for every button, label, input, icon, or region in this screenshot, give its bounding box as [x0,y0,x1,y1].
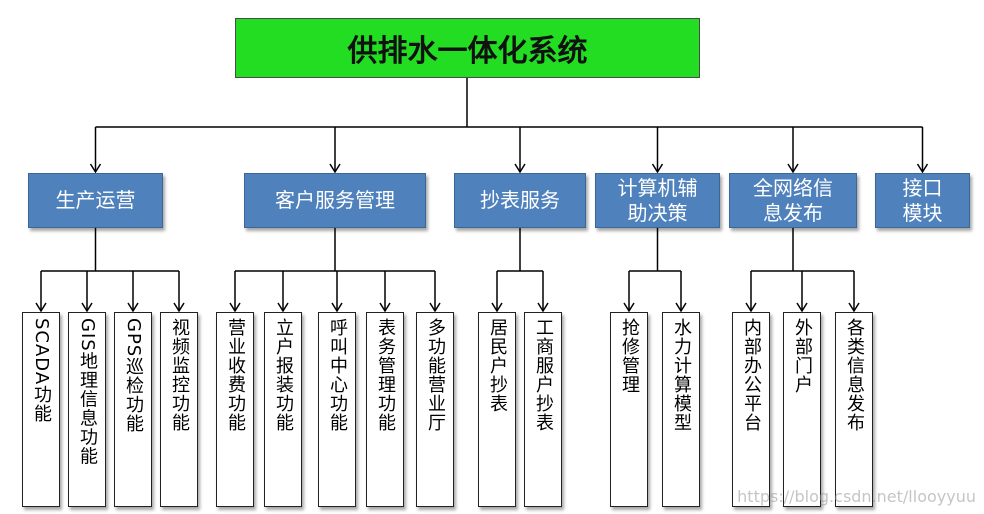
leaf-label: 内部办公平台 [741,318,762,432]
leaf-box: 呼叫中心功能 [318,312,356,507]
leaf-label: 外部门户 [792,318,813,394]
leaf-arrow [491,302,503,313]
module-label: 抄表服务 [480,188,560,212]
leaf-arrow [675,302,687,313]
module-arrow [651,163,664,174]
leaf-box: 各类信息发布 [835,312,873,507]
root-title-box: 供排水一体化系统 [235,18,700,78]
leaf-label: 居民户抄表 [487,318,508,413]
leaf-arrow [173,302,185,313]
module-label: 计算机辅 助决策 [617,175,698,225]
leaf-arrow [229,302,241,313]
leaf-arrow [127,302,139,313]
leaf-arrow [429,302,441,313]
module-arrow [916,163,929,174]
leaf-arrow [537,302,549,313]
module-label: 客户服务管理 [275,188,395,212]
leaf-box: 内部办公平台 [732,312,770,507]
leaf-arrow [848,302,860,313]
leaf-arrow [623,302,635,313]
leaf-label: 水力计算模型 [671,318,692,432]
leaf-label: 抢修管理 [619,318,640,394]
watermark: https://blog.csdn.net/llooyyuu [737,487,976,506]
leaf-label: 各类信息发布 [844,318,865,432]
leaf-box: 多功能营业厅 [416,312,454,507]
module-label: 生产运营 [55,188,136,212]
leaf-label: 表务管理功能 [375,318,396,432]
leaf-label: GPS巡检功能 [123,318,144,434]
module-box: 计算机辅 助决策 [595,173,720,228]
module-arrow [514,163,526,174]
module-box: 生产运营 [28,173,163,228]
leaf-label: SCADA功能 [31,318,52,424]
leaf-label: 工商服户抄表 [533,318,554,432]
leaf-arrow [331,302,343,313]
leaf-label: 视频监控功能 [169,318,190,432]
leaf-box: GPS巡检功能 [114,312,152,507]
leaf-arrow [379,302,391,313]
leaf-box: 表务管理功能 [366,312,404,507]
module-arrow [89,163,102,174]
leaf-label: 多功能营业厅 [425,318,446,432]
leaf-arrow [81,302,93,313]
leaf-arrow [277,302,289,313]
module-label: 全网络信 息发布 [753,175,833,225]
leaf-box: 居民户抄表 [478,312,516,507]
leaf-box: 营业收费功能 [216,312,254,507]
leaf-arrow [796,302,808,313]
leaf-box: 立户报装功能 [264,312,302,507]
leaf-arrow [745,302,757,313]
leaf-label: GIS地理信息功能 [77,318,98,466]
module-box: 抄表服务 [454,173,586,228]
module-box: 接口 模块 [875,173,970,228]
leaf-label: 营业收费功能 [225,318,246,432]
root-title: 供排水一体化系统 [347,34,588,69]
leaf-label: 立户报装功能 [273,318,294,432]
module-label: 接口 模块 [902,175,943,225]
leaf-label: 呼叫中心功能 [327,318,348,432]
leaf-arrow [35,302,47,313]
leaf-box: 工商服户抄表 [524,312,562,507]
module-arrow [329,163,341,174]
leaf-box: 视频监控功能 [160,312,198,507]
leaf-box: GIS地理信息功能 [68,312,106,507]
leaf-box: 抢修管理 [610,312,648,507]
leaf-box: 水力计算模型 [662,312,700,507]
module-box: 客户服务管理 [244,173,426,228]
module-arrow [787,163,799,174]
leaf-box: 外部门户 [783,312,821,507]
leaf-box: SCADA功能 [22,312,60,507]
module-box: 全网络信 息发布 [729,173,857,228]
